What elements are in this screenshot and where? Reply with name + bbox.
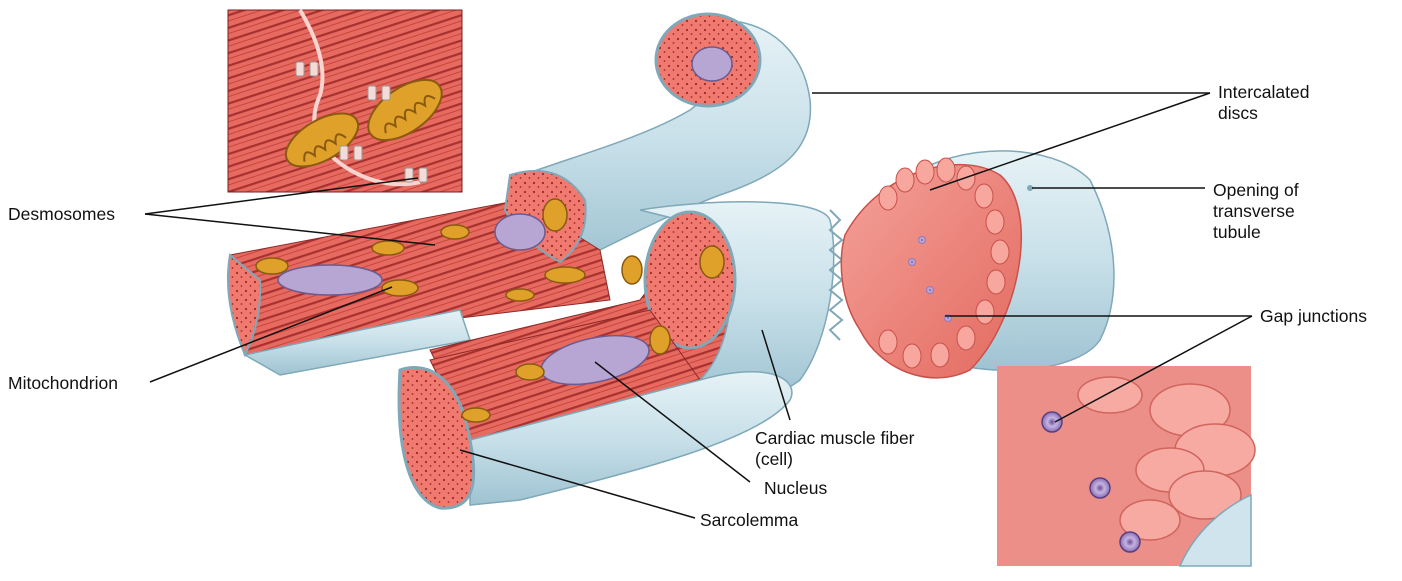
label-mitochondrion: Mitochondrion bbox=[8, 373, 118, 394]
inset-gap-junctions bbox=[997, 366, 1255, 566]
inset-desmosomes bbox=[228, 10, 462, 192]
label-intercalated-discs: Intercalated discs bbox=[1218, 82, 1309, 124]
nucleus-icon bbox=[278, 265, 382, 295]
label-gap-junctions: Gap junctions bbox=[1260, 306, 1367, 327]
nucleus-icon bbox=[495, 214, 545, 250]
label-cardiac-muscle-fiber: Cardiac muscle fiber (cell) bbox=[755, 428, 915, 470]
fiber-right bbox=[841, 151, 1114, 378]
label-nucleus: Nucleus bbox=[764, 478, 827, 499]
label-opening-t-tubule: Opening of transverse tubule bbox=[1213, 180, 1299, 243]
label-desmosomes: Desmosomes bbox=[8, 204, 115, 225]
label-sarcolemma: Sarcolemma bbox=[700, 510, 798, 531]
